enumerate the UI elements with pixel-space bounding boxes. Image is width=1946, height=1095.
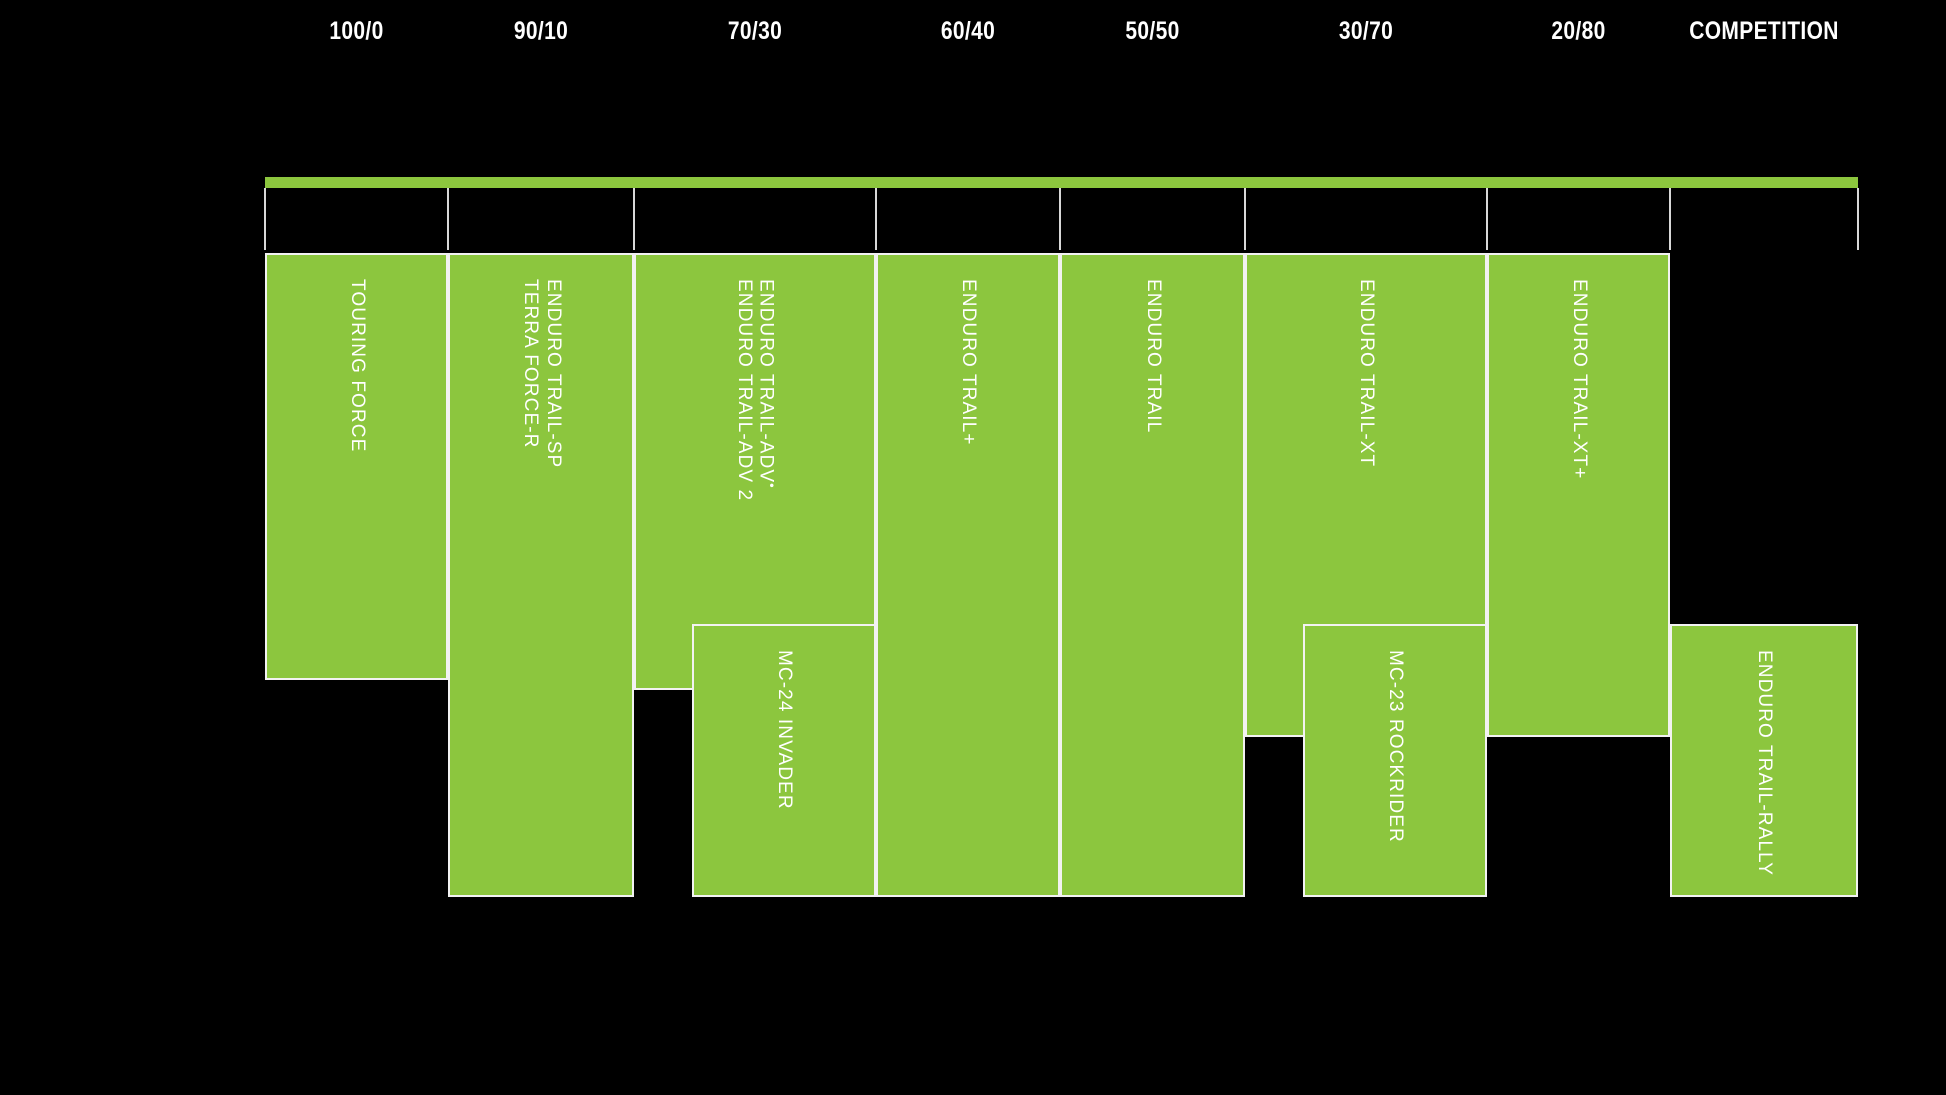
header-cell-90-10[interactable]: 90/10 <box>513 16 569 45</box>
header-cell-50-50[interactable]: 50/50 <box>1125 16 1180 45</box>
superscript-mark-icon: • <box>764 483 780 489</box>
bar-label: TERRA FORCE-R <box>520 279 541 449</box>
header-divider <box>264 188 266 250</box>
bar-label: ENDURO TRAIL-XT+ <box>1568 279 1590 480</box>
bar-enduro-trail-xt-[interactable]: ENDURO TRAIL-XT+ <box>1487 253 1670 737</box>
bar-mc-24-invader[interactable]: MC-24 INVADER <box>692 624 876 897</box>
header-cell-20-80[interactable]: 20/80 <box>1551 16 1606 45</box>
bar-enduro-trail-rally[interactable]: ENDURO TRAIL-RALLY <box>1670 624 1858 897</box>
bar-label: MC-23 ROCKRIDER <box>1385 650 1406 843</box>
bar-enduro-trail-[interactable]: ENDURO TRAIL+ <box>876 253 1060 897</box>
bar-label: ENDURO TRAIL-XT <box>1356 279 1377 468</box>
bar-label: ENDURO TRAIL <box>1142 279 1164 434</box>
bar-label: MC-24 INVADER <box>774 650 795 810</box>
bar-label: ENDURO TRAIL+ <box>958 279 979 446</box>
header-cell-30-70[interactable]: 30/70 <box>1338 16 1394 45</box>
bar-label: ENDURO TRAIL-SP <box>543 279 564 469</box>
header-divider <box>875 188 877 250</box>
header-cell-competition[interactable]: COMPETITION <box>1689 16 1839 45</box>
bar-enduro-trail[interactable]: ENDURO TRAIL <box>1060 253 1245 897</box>
header-divider <box>447 188 449 250</box>
bar-label: ENDURO TRAIL-RALLY <box>1754 650 1775 877</box>
header-divider <box>1059 188 1061 250</box>
bar-label: ENDURO TRAIL-ADV• <box>755 279 780 489</box>
header-cell-100-0[interactable]: 100/0 <box>329 16 384 45</box>
header-divider <box>1244 188 1246 250</box>
accent-rule <box>265 177 1858 188</box>
bar-label: TOURING FORCE <box>346 279 368 453</box>
bar-label: ENDURO TRAIL-ADV 2 <box>734 279 755 502</box>
header-divider <box>1857 188 1859 250</box>
bar-touring-force[interactable]: TOURING FORCE <box>265 253 448 680</box>
header-cell-70-30[interactable]: 70/30 <box>727 16 783 45</box>
header-divider <box>1486 188 1488 250</box>
bar-mc-23-rockrider[interactable]: MC-23 ROCKRIDER <box>1303 624 1487 897</box>
header-cell-60-40[interactable]: 60/40 <box>940 16 996 45</box>
header-divider <box>633 188 635 250</box>
header-divider <box>1669 188 1671 250</box>
